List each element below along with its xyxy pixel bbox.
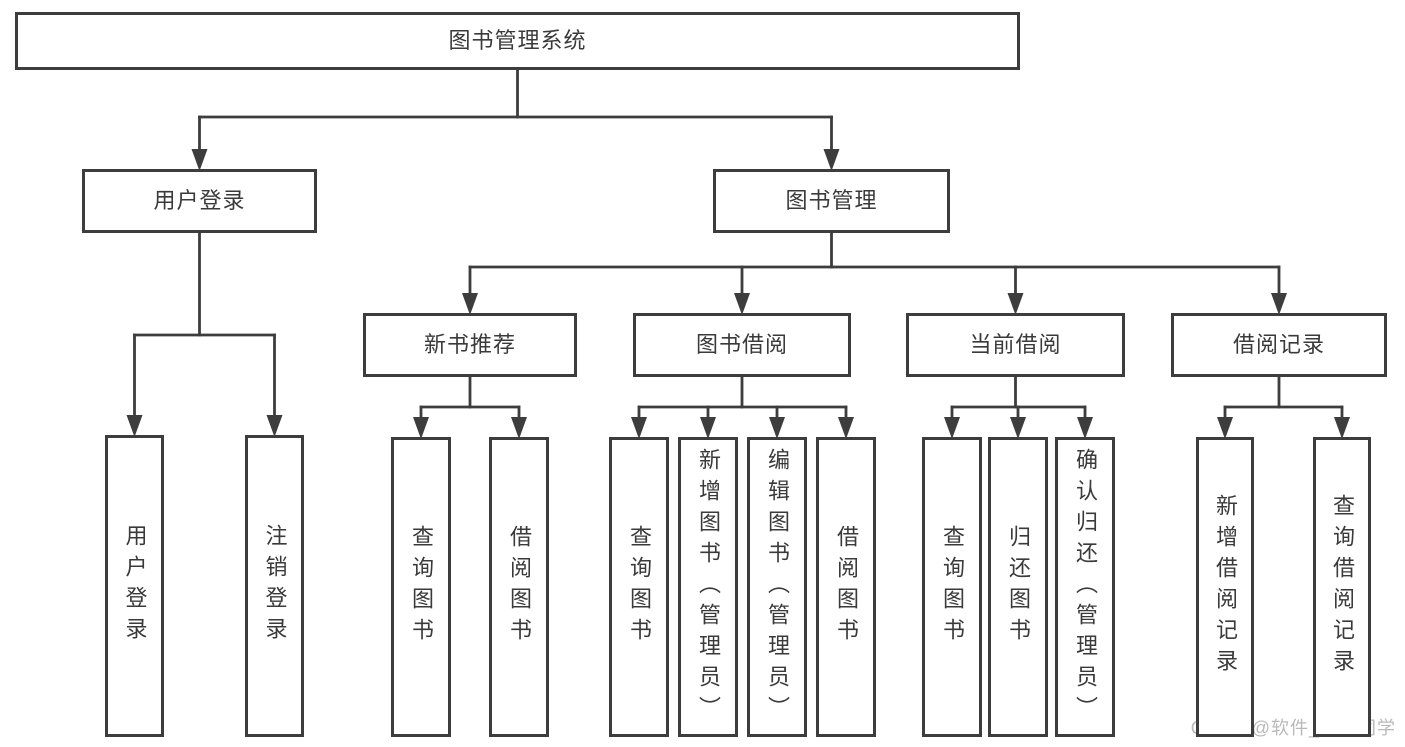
node-label-new-book-rec: 新书推荐 [423, 331, 516, 357]
node-user-login-group: 用户登录 [82, 169, 317, 233]
arrowhead-icon [511, 417, 527, 439]
node-label-current-borrow: 当前借阅 [969, 331, 1062, 357]
arrowhead-icon [944, 417, 960, 439]
node-label-bb-edit-book: 编辑图书（管理员） [765, 447, 790, 727]
arrowhead-icon [769, 417, 785, 439]
arrowhead-icon [1007, 293, 1024, 315]
arrowhead-icon [734, 293, 750, 315]
node-label-user-login-group: 用户登录 [153, 187, 246, 213]
node-br-query-record: 查询借阅记录 [1313, 437, 1371, 737]
node-rec-borrow-book: 借阅图书 [489, 437, 549, 737]
node-label-book-borrow: 图书借阅 [695, 331, 788, 357]
arrowhead-icon [838, 417, 854, 439]
node-cb-query-book: 查询图书 [922, 437, 982, 737]
node-label-bb-query-book: 查询图书 [627, 525, 652, 649]
node-bb-borrow-book: 借阅图书 [816, 437, 876, 737]
node-label-root: 图书管理系统 [448, 27, 587, 53]
node-label-cb-confirm-return: 确认归还（管理员） [1073, 447, 1098, 727]
node-label-user-login: 用户登录 [122, 524, 148, 648]
node-borrow-records: 借阅记录 [1171, 313, 1387, 377]
node-label-cb-return-book: 归还图书 [1006, 525, 1031, 649]
node-logout: 注销登录 [245, 435, 304, 737]
node-label-bb-borrow-book: 借阅图书 [834, 525, 859, 649]
node-label-borrow-records: 借阅记录 [1232, 331, 1325, 357]
arrowhead-icon [823, 149, 840, 171]
node-label-logout: 注销登录 [262, 524, 288, 648]
arrowhead-icon [126, 415, 143, 437]
node-bb-query-book: 查询图书 [609, 437, 669, 737]
node-new-book-rec: 新书推荐 [363, 313, 577, 377]
node-br-add-record: 新增借阅记录 [1196, 437, 1254, 737]
node-cb-return-book: 归还图书 [988, 437, 1048, 737]
arrowhead-icon [1077, 417, 1093, 439]
node-rec-query-book: 查询图书 [391, 437, 451, 737]
arrowhead-icon [266, 415, 283, 437]
arrowhead-icon [1271, 293, 1287, 315]
arrowhead-icon [191, 149, 208, 171]
node-label-rec-borrow-book: 借阅图书 [507, 525, 532, 649]
node-label-br-query-record: 查询借阅记录 [1330, 494, 1355, 680]
node-root: 图书管理系统 [15, 12, 1020, 70]
node-book-borrow: 图书借阅 [633, 313, 851, 377]
node-cb-confirm-return: 确认归还（管理员） [1055, 437, 1115, 737]
arrowhead-icon [631, 417, 647, 439]
node-bb-add-book: 新增图书（管理员） [678, 437, 738, 737]
node-current-borrow: 当前借阅 [906, 313, 1125, 377]
arrowhead-icon [1010, 417, 1026, 439]
node-label-bb-add-book: 新增图书（管理员） [696, 447, 721, 727]
node-label-book-mgmt: 图书管理 [785, 187, 878, 213]
arrowhead-icon [1217, 417, 1233, 439]
node-bb-edit-book: 编辑图书（管理员） [747, 437, 807, 737]
node-label-br-add-record: 新增借阅记录 [1213, 494, 1238, 680]
node-label-cb-query-book: 查询图书 [940, 525, 965, 649]
node-user-login: 用户登录 [105, 435, 164, 737]
arrowhead-icon [700, 417, 716, 439]
arrowhead-icon [462, 293, 478, 315]
node-label-rec-query-book: 查询图书 [409, 525, 434, 649]
arrowhead-icon [413, 417, 429, 439]
node-book-mgmt: 图书管理 [713, 169, 950, 233]
arrowhead-icon [1334, 417, 1350, 439]
